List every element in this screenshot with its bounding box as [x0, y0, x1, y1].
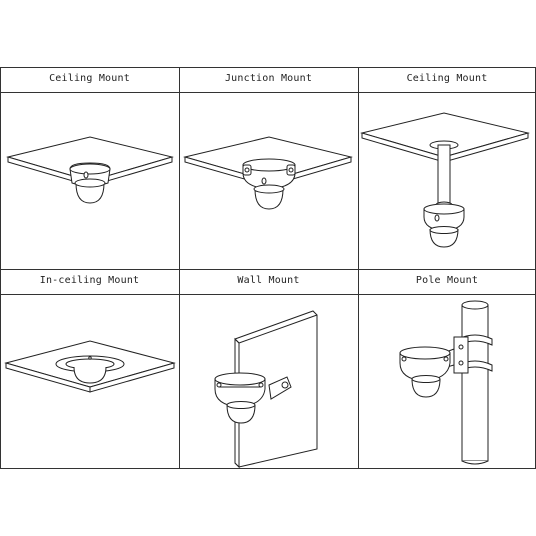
panel-label-in-ceiling-mount: In-ceiling Mount [39, 275, 140, 286]
panel-label-wall-mount: Wall Mount [237, 275, 300, 286]
ceiling-mount-illustration [6, 136, 174, 204]
pendant-ceiling-mount-illustration [360, 112, 530, 248]
panel-label-pole-mount: Pole Mount [415, 275, 479, 286]
panel-label-ceiling-mount: Ceiling Mount [49, 73, 130, 84]
mount-options-table: Ceiling Mount Junction Mount Ceiling Mou… [0, 67, 536, 469]
wall-mount-illustration [214, 310, 318, 469]
pole-mount-illustration [399, 300, 493, 465]
panel-label-pendant-ceiling-mount: Ceiling Mount [406, 73, 488, 84]
table-grid-lines [0, 67, 536, 469]
panel-label-junction-mount: Junction Mount [224, 73, 313, 84]
junction-mount-illustration [183, 136, 353, 210]
in-ceiling-mount-illustration [4, 340, 176, 393]
